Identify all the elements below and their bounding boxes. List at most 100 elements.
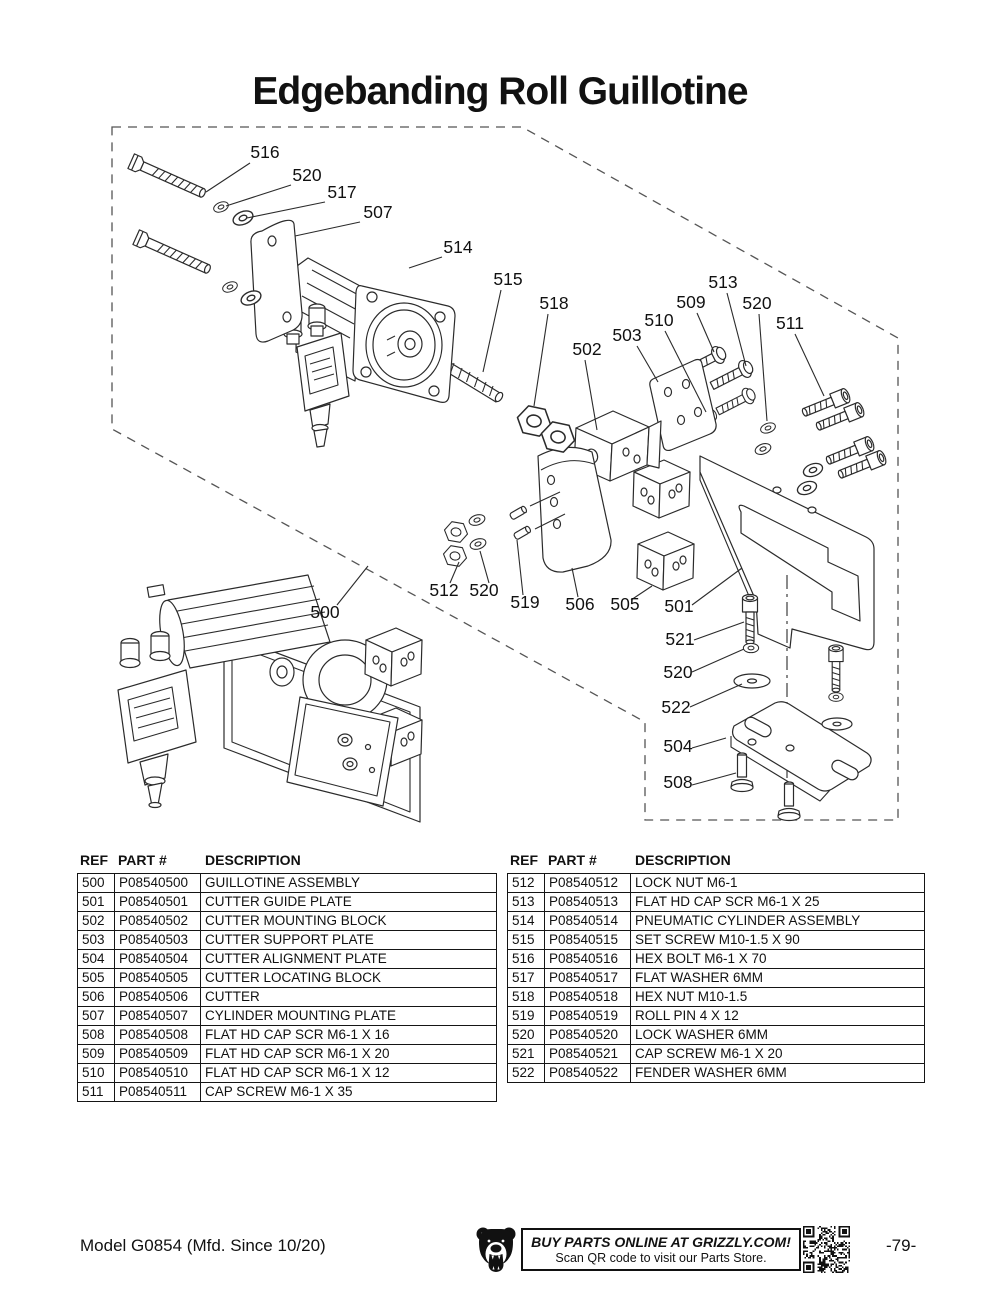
callout-label: 513	[708, 272, 737, 292]
table-cell: P08540501	[114, 892, 201, 912]
leader-line	[294, 221, 361, 237]
part-504-cutter-alignment-plate	[730, 701, 872, 802]
part-507-cylinder-mounting-plate	[250, 219, 303, 343]
page-number: -79-	[886, 1236, 917, 1255]
table-cell: P08540506	[114, 987, 201, 1007]
callout-label: 517	[327, 182, 356, 202]
table-cell: 511	[77, 1082, 115, 1102]
table-cell: 505	[77, 968, 115, 988]
callout-label: 503	[612, 325, 641, 345]
part-510-flat-hd-cap-screw	[713, 384, 759, 420]
leader-line	[664, 330, 707, 413]
callout-label: 505	[610, 594, 639, 614]
table-cell: P08540516	[544, 949, 631, 969]
table-cell: P08540519	[544, 1006, 631, 1026]
part-522-fender-washer	[821, 717, 853, 731]
table-cell: CAP SCREW M6-1 X 20	[630, 1044, 925, 1064]
table-cell: CUTTER GUIDE PLATE	[200, 892, 497, 912]
page-title: Edgebanding Roll Guillotine	[252, 70, 748, 113]
table-cell: 506	[77, 987, 115, 1007]
col-header-desc: DESCRIPTION	[205, 852, 301, 868]
leader-line	[689, 683, 743, 708]
col-header-part: PART #	[548, 852, 597, 868]
table-cell: P08540514	[544, 911, 631, 931]
subassembly-alignment-plate	[730, 575, 872, 822]
leader-line	[691, 772, 737, 786]
leader-line	[408, 256, 443, 269]
table-cell: P08540507	[114, 1006, 201, 1026]
table-cell: P08540504	[114, 949, 201, 969]
leader-line	[205, 162, 251, 193]
callout-label: 521	[665, 629, 694, 649]
table-cell: P08540511	[114, 1082, 201, 1102]
badge-subline: Scan QR code to visit our Parts Store.	[555, 1251, 767, 1265]
part-514-air-fittings	[283, 303, 350, 448]
badge-headline: BUY PARTS ONLINE AT GRIZZLY.COM!	[531, 1234, 791, 1250]
table-cell: FLAT HD CAP SCR M6-1 X 16	[200, 1025, 497, 1045]
part-505-cutter-locating-block	[636, 531, 695, 591]
table-cell: HEX BOLT M6-1 X 70	[630, 949, 925, 969]
callout-label: 519	[510, 592, 539, 612]
table-cell: 515	[507, 930, 545, 950]
callout-label: 520	[742, 293, 771, 313]
table-cell: 512	[507, 873, 545, 893]
table-cell: FLAT HD CAP SCR M6-1 X 25	[630, 892, 925, 912]
part-520-lock-washer	[468, 536, 488, 552]
leader-line	[693, 621, 745, 641]
exploded-view-dashed-boundary	[111, 126, 899, 821]
qr-code	[803, 1226, 850, 1273]
table-cell: 522	[507, 1063, 545, 1083]
leader-line	[726, 292, 747, 367]
table-cell: CUTTER LOCATING BLOCK	[200, 968, 497, 988]
table-cell: CAP SCREW M6-1 X 35	[200, 1082, 497, 1102]
col-header-desc: DESCRIPTION	[635, 852, 731, 868]
exploded-parts-diagram: 5165205175075145155185025035105095135205…	[111, 126, 899, 823]
callout-label: 518	[539, 293, 568, 313]
col-header-part: PART #	[118, 852, 167, 868]
callout-label: 501	[664, 596, 693, 616]
part-505-cutter-locating-block	[632, 459, 691, 519]
table-cell: P08540509	[114, 1044, 201, 1064]
callout-label: 515	[493, 269, 522, 289]
part-516-hex-bolt	[132, 229, 214, 278]
table-cell: P08540500	[114, 873, 201, 893]
part-517-flat-washer	[794, 478, 820, 498]
table-cell: CUTTER	[200, 987, 497, 1007]
callout-label: 511	[776, 313, 804, 333]
table-cell: P08540521	[544, 1044, 631, 1064]
part-520-lock-washer	[753, 441, 773, 457]
leader-line	[336, 565, 369, 606]
part-512-lock-nut	[441, 544, 469, 568]
part-500-guillotine-assembly	[117, 574, 423, 823]
callout-label: 506	[565, 594, 594, 614]
part-514-pneumatic-cylinder	[295, 257, 456, 403]
table-cell: CYLINDER MOUNTING PLATE	[200, 1006, 497, 1026]
part-509-flat-hd-cap-screw	[707, 356, 757, 395]
table-cell: P08540518	[544, 987, 631, 1007]
leader-line	[533, 313, 549, 407]
table-cell: P08540508	[114, 1025, 201, 1045]
table-cell: P08540505	[114, 968, 201, 988]
part-520-lock-washer	[220, 279, 240, 295]
table-cell: LOCK NUT M6-1	[630, 873, 925, 893]
table-cell: P08540513	[544, 892, 631, 912]
table-cell: 516	[507, 949, 545, 969]
table-cell: SET SCREW M10-1.5 X 90	[630, 930, 925, 950]
callout-label: 512	[429, 580, 458, 600]
table-cell: FENDER WASHER 6MM	[630, 1063, 925, 1083]
callout-label: 510	[644, 310, 673, 330]
